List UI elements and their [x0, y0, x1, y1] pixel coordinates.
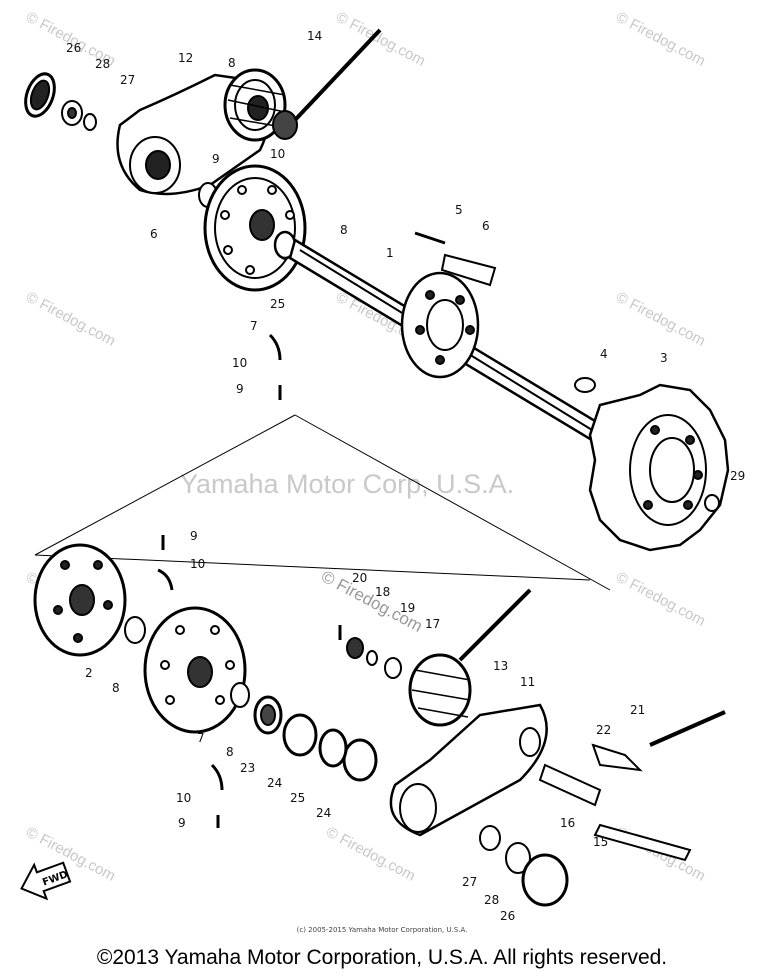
callout-10b: 10: [232, 356, 247, 370]
callout-10c: 10: [190, 557, 205, 571]
watermark-site: © Firedog.com: [613, 289, 708, 350]
callout-29: 29: [730, 469, 745, 483]
callout-12: 12: [178, 51, 193, 65]
callout-2: 2: [85, 666, 93, 680]
callout-9c: 9: [190, 529, 198, 543]
callout-27b: 27: [462, 875, 477, 889]
callout-26b: 26: [500, 909, 515, 923]
callout-28b: 28: [484, 893, 499, 907]
callout-23: 23: [240, 761, 255, 775]
callout-18: 18: [375, 585, 390, 599]
callout-14: 14: [307, 29, 322, 43]
callout-25b: 25: [290, 791, 305, 805]
callout-9d: 9: [178, 816, 186, 830]
watermark-site: © Firedog.com: [323, 824, 418, 885]
callout-7b: 7: [197, 731, 205, 745]
callout-9b: 9: [236, 382, 244, 396]
callout-25: 25: [270, 297, 285, 311]
watermark-site: © Firedog.com: [613, 569, 708, 630]
callout-26: 26: [66, 41, 81, 55]
watermark-site: © Firedog.com: [613, 9, 708, 70]
callout-6: 6: [150, 227, 158, 241]
copyright-footer: ©2013 Yamaha Motor Corporation, U.S.A. A…: [96, 946, 668, 969]
watermark-site: © Firedog.com: [23, 289, 118, 350]
callout-10d: 10: [176, 791, 191, 805]
callout-10: 10: [270, 147, 285, 161]
upper-assembly: [24, 28, 730, 591]
callout-5: 5: [455, 203, 463, 217]
callout-21: 21: [630, 703, 645, 717]
callout-3: 3: [660, 351, 668, 365]
callout-19: 19: [400, 601, 415, 615]
callout-8d: 8: [226, 745, 234, 759]
callout-13: 13: [493, 659, 508, 673]
callout-20: 20: [352, 571, 367, 585]
callout-11: 11: [520, 675, 535, 689]
callout-9: 9: [212, 152, 220, 166]
callout-1: 1: [386, 246, 394, 260]
callout-28: 28: [95, 57, 110, 71]
callout-4: 4: [600, 347, 608, 361]
watermark-corp: Yamaha Motor Corp, U.S.A.: [180, 469, 514, 499]
callout-8b: 8: [340, 223, 348, 237]
callout-16: 16: [560, 816, 575, 830]
callout-17: 17: [425, 617, 440, 631]
callout-22: 22: [596, 723, 611, 737]
callout-24: 24: [267, 776, 282, 790]
callout-6b: 6: [482, 219, 490, 233]
watermark-site: © Firedog.com: [333, 9, 428, 70]
small-credit-line: (c) 2005-2015 Yamaha Motor Corporation, …: [296, 926, 468, 934]
callout-24b: 24: [316, 806, 331, 820]
callout-labels: 26 28 27 12 14 8 9 10 6 5 8 1 6 7 25 10 …: [66, 29, 745, 923]
callout-15: 15: [593, 835, 608, 849]
callout-7: 7: [250, 319, 258, 333]
callout-8c: 8: [112, 681, 120, 695]
callout-8: 8: [228, 56, 236, 70]
lower-assembly: FWD: [20, 535, 726, 907]
callout-27: 27: [120, 73, 135, 87]
